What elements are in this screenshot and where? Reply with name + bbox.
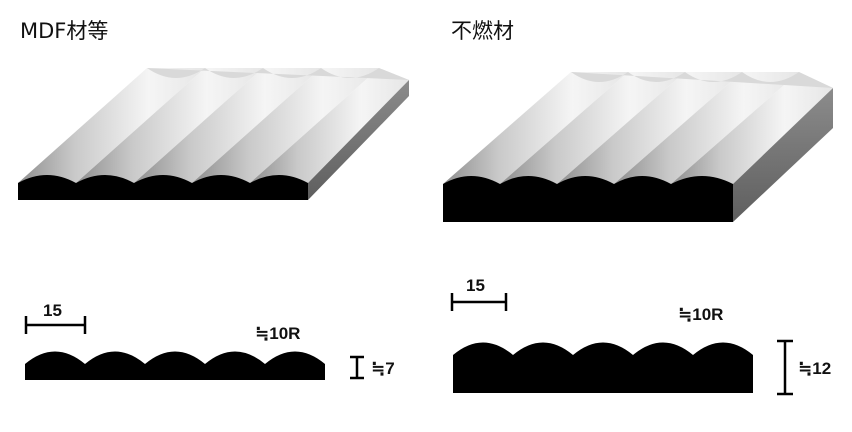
pitch-dimension-mdf: 15 <box>24 301 87 334</box>
panel-title-mdf: MDF材等 <box>20 19 108 43</box>
pitch-label: 15 <box>466 276 485 295</box>
front-section <box>18 175 308 200</box>
profile-shape <box>25 351 325 380</box>
thickness-label: ≒7 <box>371 359 395 378</box>
thickness-dimension-funen: ≒12 <box>777 339 831 396</box>
radius-label-funen: ≒10R <box>678 305 723 324</box>
thickness-dimension-mdf: ≒7 <box>350 355 395 380</box>
front-section <box>443 176 733 222</box>
panel-title-funen: 不燃材 <box>451 19 514 43</box>
pitch-dimension-funen: 15 <box>450 276 508 311</box>
profile-shape <box>453 342 753 393</box>
board-3d-mdf <box>18 68 409 200</box>
top-surface <box>443 72 833 184</box>
top-surface <box>18 68 409 183</box>
pitch-label: 15 <box>43 301 62 320</box>
side-face <box>733 88 833 222</box>
section-profile-funen <box>453 342 753 393</box>
thickness-label: ≒12 <box>798 359 831 378</box>
radius-label-mdf: ≒10R <box>255 324 300 343</box>
board-3d-funen <box>443 72 833 222</box>
side-face <box>308 80 409 200</box>
section-profile-mdf <box>25 351 325 380</box>
